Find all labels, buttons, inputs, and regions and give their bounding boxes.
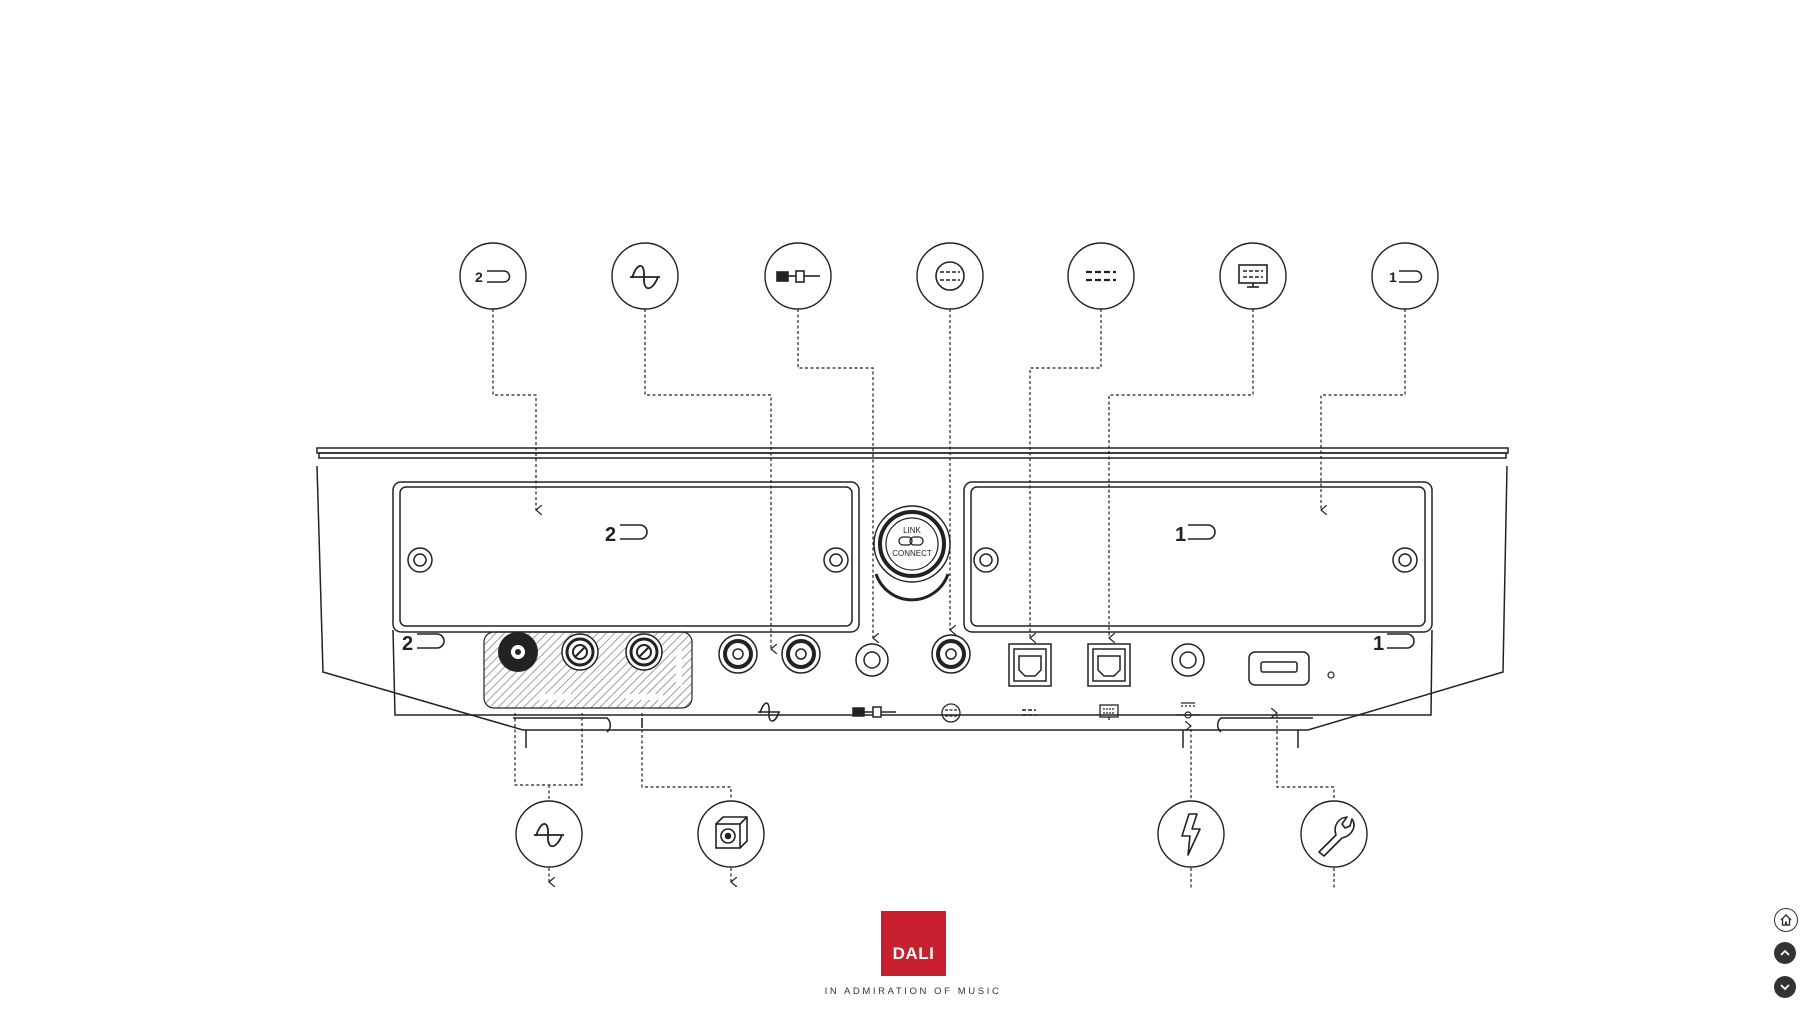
slot-2-label-top: 2: [605, 524, 647, 546]
screw-left-icon: [408, 548, 432, 572]
callout-power-input[interactable]: [1158, 801, 1224, 867]
previous-page-button[interactable]: [1774, 942, 1796, 964]
slot-1-label-top: 1: [1175, 524, 1215, 546]
svg-text:2: 2: [475, 269, 483, 285]
panel-tv-optical-icon: [1100, 705, 1118, 720]
callout-analog-output[interactable]: [516, 801, 582, 867]
mini-jack-input[interactable]: [856, 644, 888, 676]
slot-2-number: 2: [402, 633, 413, 655]
dali-logo: DALI: [881, 911, 946, 976]
analog-out-rca-jack-right[interactable]: [626, 634, 662, 670]
optical-input-1[interactable]: [1009, 644, 1051, 686]
link-connect-line2: CONNECT: [892, 549, 932, 558]
slot-1-number: 1: [1373, 633, 1384, 655]
chevron-down-icon: [1778, 980, 1792, 994]
slot-2-label-bottom: 2: [402, 633, 444, 655]
analog-out-rca-jack-left[interactable]: [562, 634, 598, 670]
home-icon: [1779, 913, 1793, 927]
brand-tagline: IN ADMIRATION OF MUSIC: [813, 986, 1013, 997]
callout-module-slot-1[interactable]: 1: [1372, 243, 1438, 309]
optical-input-2[interactable]: [1088, 644, 1130, 686]
screw-left-icon: [974, 548, 998, 572]
next-page-button[interactable]: [1774, 976, 1796, 998]
coax-digital-jack[interactable]: [932, 635, 970, 673]
panel-coax-digital-icon: [942, 704, 960, 722]
slot-1-number: 1: [1175, 524, 1186, 546]
callout-optical-input[interactable]: [1068, 243, 1134, 309]
slot-1-label-bottom: 1: [1373, 633, 1414, 655]
callout-leaders: [493, 309, 1405, 890]
callout-module-slot-2[interactable]: 2: [460, 243, 526, 309]
logo-text: DALI: [893, 944, 935, 964]
callout-tv-optical-input[interactable]: [1220, 243, 1286, 309]
status-led: [1328, 672, 1334, 678]
callout-jack-input[interactable]: [765, 243, 831, 309]
callout-service-port[interactable]: [1301, 801, 1367, 867]
link-connect-line1: LINK: [903, 526, 921, 535]
usb-service-port[interactable]: [1249, 652, 1309, 685]
module-bay-2: [393, 482, 859, 632]
panel-analog-wave-icon: [758, 703, 780, 721]
callout-subwoofer-output[interactable]: [698, 801, 764, 867]
home-button[interactable]: [1774, 908, 1798, 932]
analog-in-rca-jack-left[interactable]: [719, 635, 757, 673]
power-dc-jack[interactable]: [1172, 644, 1204, 676]
module-bay-1: [964, 482, 1432, 632]
link-connect-button[interactable]: LINK CONNECT: [874, 506, 950, 600]
slot-2-number: 2: [605, 524, 616, 546]
callout-coax-input[interactable]: [917, 243, 983, 309]
screw-right-icon: [824, 548, 848, 572]
callout-analog-input[interactable]: [612, 243, 678, 309]
chevron-up-icon: [1778, 946, 1792, 960]
analog-in-rca-jack-right[interactable]: [782, 635, 820, 673]
sub-out-rca-jack[interactable]: [498, 632, 538, 672]
svg-text:1: 1: [1389, 269, 1397, 285]
screw-right-icon: [1393, 548, 1417, 572]
